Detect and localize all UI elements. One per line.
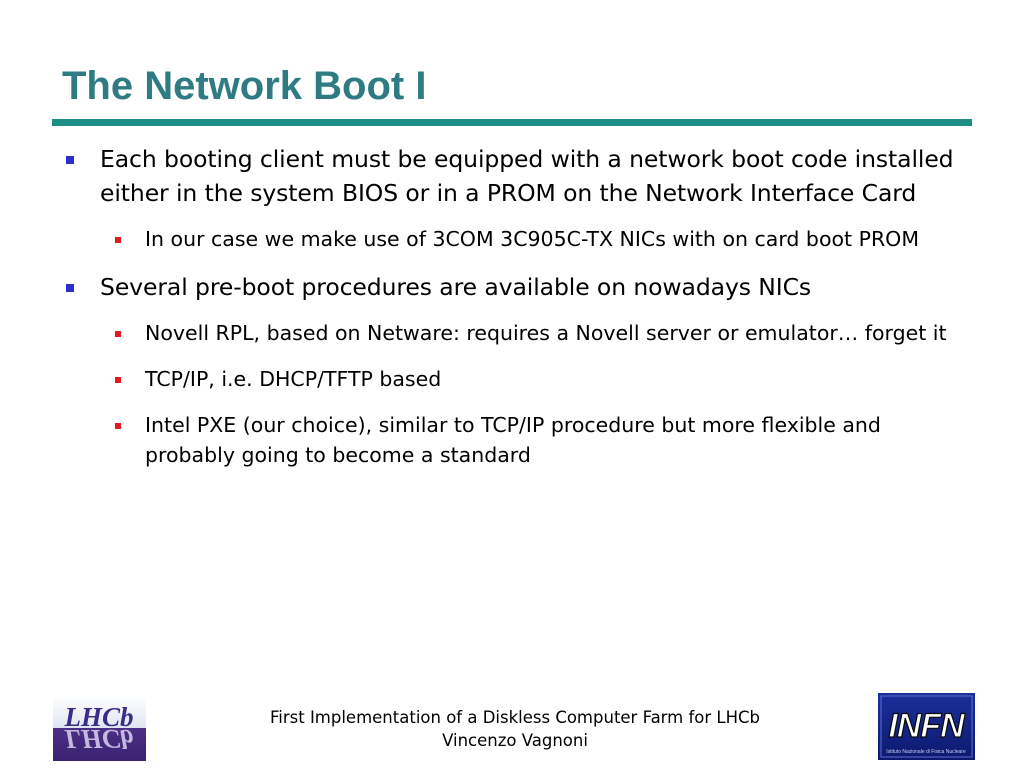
title-divider [52, 119, 972, 126]
bullet-1: Each booting client must be equipped wit… [60, 142, 960, 210]
slide-content: Each booting client must be equipped wit… [60, 142, 960, 470]
sub-bullet-2-3: Intel PXE (our choice), similar to TCP/I… [60, 410, 960, 470]
square-bullet-icon [115, 237, 121, 243]
square-bullet-icon [115, 331, 121, 337]
sub-bullet-2-1-text: Novell RPL, based on Netware: requires a… [145, 321, 947, 345]
square-bullet-icon [66, 156, 74, 164]
bullet-2-text: Several pre-boot procedures are availabl… [100, 273, 812, 301]
infn-logo-text: INFN [888, 707, 966, 745]
infn-logo-caption: Istituto Nazionale di Fisica Nucleare [886, 749, 966, 755]
sub-bullet-2-2: TCP/IP, i.e. DHCP/TFTP based [60, 364, 960, 394]
infn-logo: INFN Istituto Nazionale di Fisica Nuclea… [878, 693, 975, 760]
bullet-1-text: Each booting client must be equipped wit… [100, 145, 954, 207]
sub-bullet-2-2-text: TCP/IP, i.e. DHCP/TFTP based [145, 367, 442, 391]
square-bullet-icon [115, 377, 121, 383]
square-bullet-icon [115, 423, 121, 429]
lhcb-logo-reflection: LHCb [63, 724, 133, 754]
square-bullet-icon [66, 284, 74, 292]
footer-title: First Implementation of a Diskless Compu… [269, 708, 761, 727]
sub-bullet-2-1: Novell RPL, based on Netware: requires a… [60, 318, 960, 348]
slide-title: The Network Boot I [62, 64, 427, 108]
slide-footer: First Implementation of a Diskless Compu… [200, 706, 830, 752]
bullet-2: Several pre-boot procedures are availabl… [60, 270, 960, 304]
sub-bullet-1-1-text: In our case we make use of 3COM 3C905C-T… [145, 227, 920, 251]
sub-bullet-1-1: In our case we make use of 3COM 3C905C-T… [60, 224, 960, 254]
footer-author: Vincenzo Vagnoni [442, 731, 588, 750]
lhcb-logo: LHCb LHCb [53, 695, 146, 761]
lhcb-logo-text: LHCb [63, 702, 133, 732]
sub-bullet-2-3-text: Intel PXE (our choice), similar to TCP/I… [145, 413, 881, 467]
